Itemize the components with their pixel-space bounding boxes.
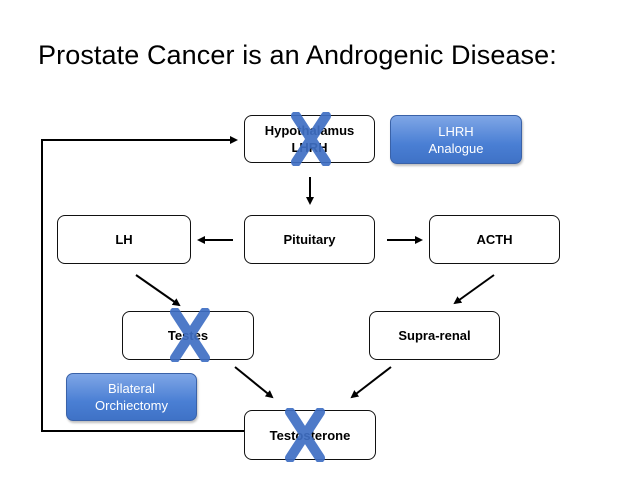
node-hypothalamus: Hypothalamus LHRH [244,115,375,163]
node-suprarenal: Supra-renal [369,311,500,360]
node-testes: Testes [122,311,254,360]
node-testosterone: Testosterone [244,410,376,460]
orchiectomy-line2: Orchiectomy [95,398,168,413]
lhrh-analogue-line1: LHRH [438,123,474,139]
node-lh: LH [57,215,191,264]
node-testosterone-label: Testosterone [269,427,351,443]
treatment-lhrh-analogue: LHRH Analogue [390,115,522,164]
arrow-lh-to-testes [135,274,181,307]
arrow-suprarenal-to-testosterone [350,366,392,399]
node-pituitary-label: Pituitary [283,232,336,247]
treatment-bilateral-orchiectomy: Bilateral Orchiectomy [66,373,197,421]
node-suprarenal-label: Supra-renal [398,328,471,343]
lhrh-analogue-line2: Analogue [428,140,484,156]
node-acth: ACTH [429,215,560,264]
node-testes-label: Testes [167,328,209,343]
slide-title: Prostate Cancer is an Androgenic Disease… [38,40,557,70]
orchiectomy-line1: Bilateral [108,381,155,396]
node-lhrh-label: LHRH [291,140,328,155]
node-acth-label: ACTH [476,232,513,247]
node-hypothalamus-label: Hypothalamus [264,123,355,138]
arrow-acth-to-suprarenal [453,274,495,305]
node-pituitary: Pituitary [244,215,375,264]
node-lh-label: LH [115,232,133,247]
arrow-testes-to-testosterone [234,366,274,399]
